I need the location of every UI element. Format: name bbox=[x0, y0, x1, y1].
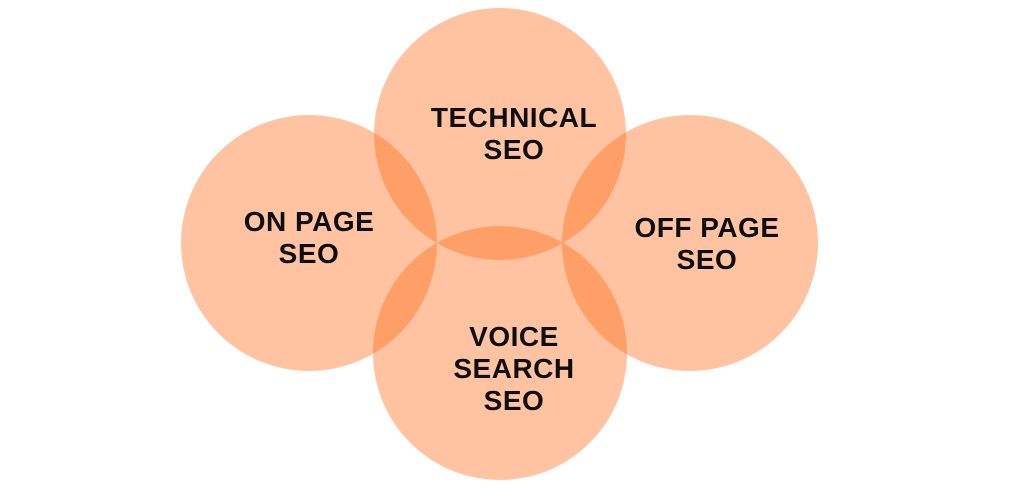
label-off-page-seo: OFF PAGE SEO bbox=[634, 212, 780, 275]
circle-voice-search-seo bbox=[373, 226, 627, 480]
circle-off-page-seo bbox=[562, 115, 818, 371]
label-on-page-seo: ON PAGE SEO bbox=[243, 206, 375, 269]
circle-on-page-seo bbox=[181, 115, 437, 371]
circle-technical-seo bbox=[374, 8, 626, 260]
label-voice-search-seo: VOICE SEARCH SEO bbox=[453, 321, 575, 416]
label-technical-seo: TECHNICAL SEO bbox=[430, 102, 598, 165]
